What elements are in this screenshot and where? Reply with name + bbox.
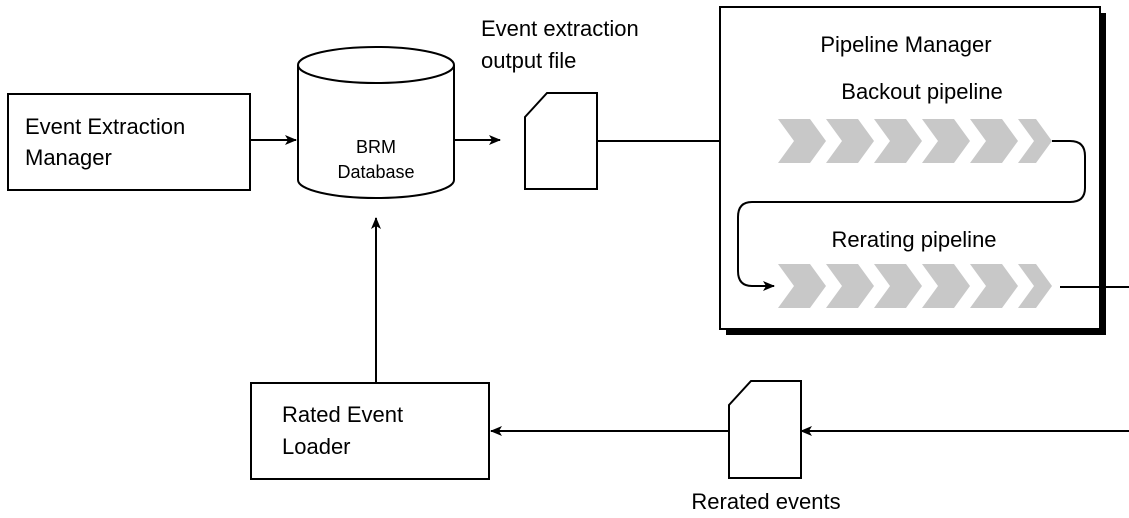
rated-event-loader-label-line1: Rated Event xyxy=(282,402,403,427)
backout-pipeline-label: Backout pipeline xyxy=(841,79,1002,104)
event-extraction-manager-label-line1: Event Extraction xyxy=(25,114,185,139)
rerating-chevron-3 xyxy=(874,264,922,308)
event-extraction-manager-box: Event Extraction Manager xyxy=(7,93,251,191)
pipeline-manager-title: Pipeline Manager xyxy=(820,32,991,57)
brm-database-label-line1: BRM xyxy=(356,137,396,157)
backout-chevron-3 xyxy=(874,119,922,163)
rated-event-loader-box: Rated Event Loader xyxy=(250,382,490,480)
database-cylinder-icon: BRM Database xyxy=(297,46,455,199)
output-file-label-line1: Event extraction xyxy=(481,16,639,41)
rerating-chevron-5 xyxy=(970,264,1018,308)
rerating-pipeline-label: Rerating pipeline xyxy=(831,227,996,252)
rerating-chevron-4 xyxy=(922,264,970,308)
backout-chevron-5 xyxy=(970,119,1018,163)
brm-database-label-line2: Database xyxy=(337,162,414,182)
rerating-chevron-1 xyxy=(778,264,826,308)
rated-event-loader-label-line2: Loader xyxy=(282,434,351,459)
event-extraction-manager-label-line2: Manager xyxy=(25,145,112,170)
rerating-pipeline-chevrons xyxy=(778,264,1052,308)
rerating-chevron-2 xyxy=(826,264,874,308)
backout-chevron-4 xyxy=(922,119,970,163)
output-file-label-line2: output file xyxy=(481,48,576,73)
output-file-icon xyxy=(524,92,598,190)
backout-pipeline-chevrons xyxy=(778,119,1052,163)
backout-chevron-2 xyxy=(826,119,874,163)
rerated-events-label: Rerated events xyxy=(691,489,840,514)
backout-chevron-6 xyxy=(1018,119,1052,163)
backout-chevron-1 xyxy=(778,119,826,163)
connector-backout-to-rerating xyxy=(737,140,1086,291)
rerating-chevron-6 xyxy=(1018,264,1052,308)
rerated-events-file-icon xyxy=(728,380,802,479)
pipeline-manager-box: Pipeline Manager Backout pipeline Rerati… xyxy=(719,6,1106,335)
